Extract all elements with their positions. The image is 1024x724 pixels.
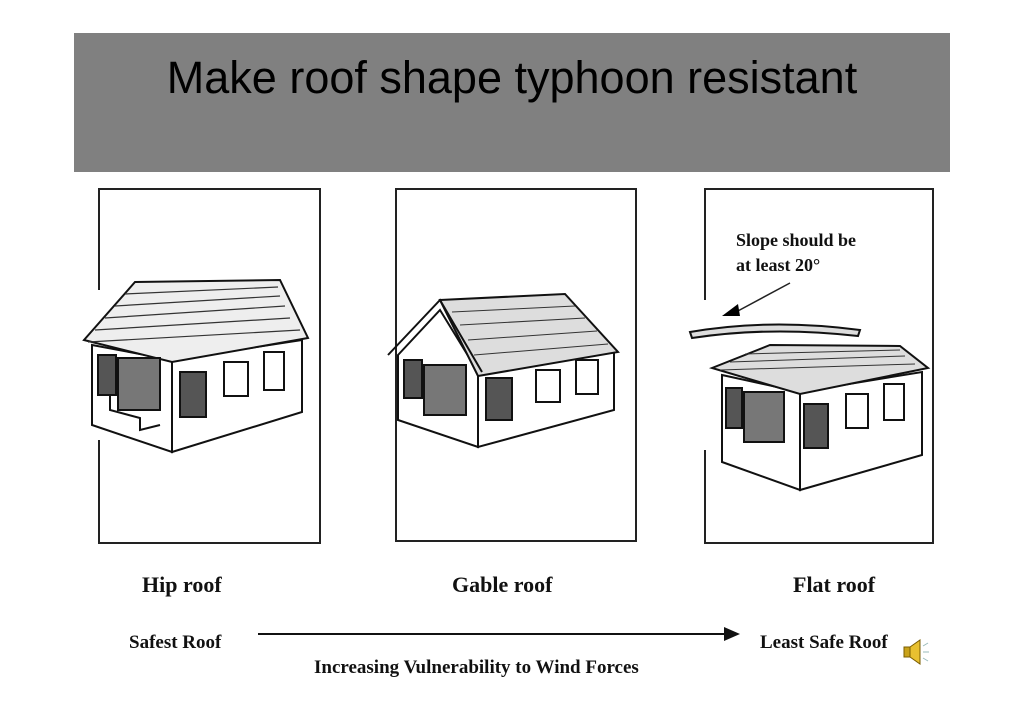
slope-annotation: Slope should be at least 20° — [736, 228, 856, 278]
label-gable-roof: Gable roof — [452, 572, 553, 597]
slide-title: Make roof shape typhoon resistant — [166, 52, 858, 103]
title-banner — [74, 33, 950, 172]
safest-roof-label: Safest Roof — [129, 632, 222, 653]
slope-annotation-line2: at least 20° — [736, 255, 821, 275]
flat-roof-house — [688, 300, 931, 492]
label-flat-roof: Flat roof — [793, 572, 876, 597]
least-safe-roof-label: Least Safe Roof — [760, 632, 888, 653]
label-hip-roof: Hip roof — [142, 572, 222, 597]
gable-roof-house — [387, 292, 620, 449]
hip-roof-house — [82, 278, 310, 454]
slope-annotation-arrow — [722, 282, 791, 316]
vulnerability-caption: Increasing Vulnerability to Wind Forces — [314, 657, 639, 678]
slope-annotation-line1: Slope should be — [736, 230, 857, 250]
speaker-icon[interactable] — [903, 639, 929, 665]
vulnerability-arrow — [258, 627, 740, 641]
